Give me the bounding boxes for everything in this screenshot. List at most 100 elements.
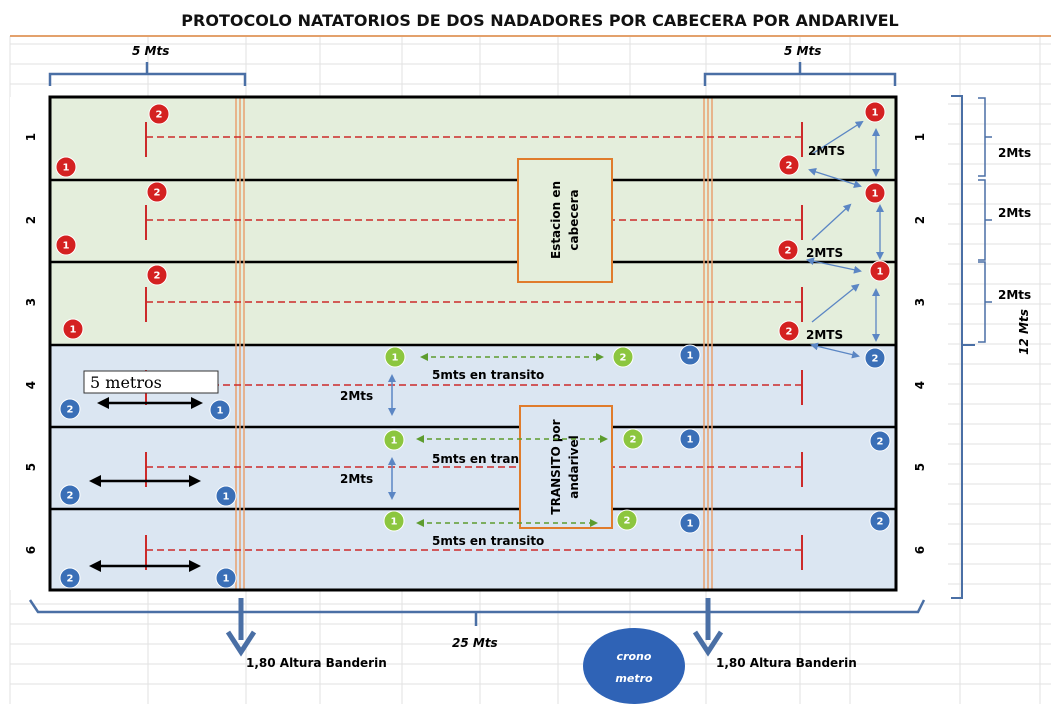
flag-height-label-right: 1,80 Altura Banderin xyxy=(716,656,857,670)
right-12m-bracket xyxy=(951,95,963,599)
lane-rope-1 xyxy=(145,122,803,157)
swimmer-marker: 1 xyxy=(215,567,237,589)
lane-rope-2 xyxy=(145,205,803,240)
swimmer-number: 2 xyxy=(624,516,631,527)
swimmer-number: 2 xyxy=(630,435,637,446)
swimmer-number: 1 xyxy=(391,517,398,528)
swimmer-marker: 2 xyxy=(869,430,891,452)
transit-label-lane6: 5mts en transito xyxy=(432,534,544,548)
swimmer-number: 1 xyxy=(223,574,230,585)
swimmer-marker: 2 xyxy=(864,347,886,369)
flag-height-label-left: 1,80 Altura Banderin xyxy=(246,656,387,670)
swimmer-marker: 2 xyxy=(59,567,81,589)
swimmer-marker: 2 xyxy=(59,398,81,420)
swimmer-number: 2 xyxy=(620,353,627,364)
lane-number-left-3: 3 xyxy=(24,298,38,306)
transit-label-lane4: 5mts en transito xyxy=(432,368,544,382)
swimmer-marker: 2 xyxy=(869,510,891,532)
swimmer-marker: 1 xyxy=(864,101,886,123)
swimmer-number: 2 xyxy=(156,110,163,121)
swimmer-marker: 2 xyxy=(622,428,644,450)
swimmer-markers: 2 1 1 2 2 1 1 2 2 1 1 2 1 2 1 2 2 1 1 2 1 2 2 1 1 2 1 2 2 1 xyxy=(55,101,891,589)
swimmer-marker: 2 xyxy=(146,181,168,203)
lane-number-right-5: 5 xyxy=(913,463,927,471)
swimmer-number: 2 xyxy=(786,327,793,338)
station-gap-label-3: 2MTS xyxy=(806,328,843,342)
transit-box-line1: TRANSITO por xyxy=(549,419,563,514)
swimmer-number: 2 xyxy=(786,161,793,172)
swimmer-number: 1 xyxy=(70,325,77,336)
swimmer-number: 1 xyxy=(217,406,224,417)
lane-number-right-3: 3 xyxy=(913,298,927,306)
swimmer-marker: 2 xyxy=(59,484,81,506)
lane-dividers xyxy=(50,178,896,511)
flag-arrow-right xyxy=(692,598,724,657)
flag-line-left xyxy=(235,97,245,590)
swimmer-marker: 1 xyxy=(383,429,405,451)
swimmer-marker: 2 xyxy=(148,103,170,125)
bottom-25m-bracket xyxy=(28,599,926,614)
station-box-line1: Estacion en xyxy=(549,181,563,259)
flag-arrow-left xyxy=(225,598,257,657)
lane-number-right-1: 1 xyxy=(913,133,927,141)
swimmer-number: 1 xyxy=(392,353,399,364)
swimmer-marker: 1 xyxy=(62,318,84,340)
gap-label-lane4: 2Mts xyxy=(340,389,373,403)
swimmer-marker: 2 xyxy=(146,264,168,286)
transit-box-line2: andarivel xyxy=(567,435,581,498)
swimmer-number: 2 xyxy=(154,188,161,199)
station-box xyxy=(517,158,613,283)
crono-line2: metro xyxy=(615,672,653,685)
lane-number-right-4: 4 xyxy=(913,381,927,389)
swimmer-marker: 2 xyxy=(616,509,638,531)
station-box-line2: cabecera xyxy=(567,189,581,250)
lane-width-label-1: 2Mts xyxy=(998,146,1031,160)
swimmer-number: 2 xyxy=(67,491,74,502)
crono-line1: crono xyxy=(617,650,652,663)
right-12m-label: 12 Mts xyxy=(1017,309,1031,355)
swimmer-marker: 1 xyxy=(215,485,237,507)
swimmer-number: 1 xyxy=(391,436,398,447)
swimmer-marker: 1 xyxy=(679,428,701,450)
swimmer-marker: 1 xyxy=(679,512,701,534)
swimmer-number: 1 xyxy=(872,189,879,200)
swimmer-number: 2 xyxy=(67,574,74,585)
page-title: PROTOCOLO NATATORIOS DE DOS NADADORES PO… xyxy=(181,11,898,30)
swimmer-number: 1 xyxy=(687,351,694,362)
lane-number-left-4: 4 xyxy=(24,381,38,389)
swimmer-marker: 2 xyxy=(778,154,800,176)
lane-width-label-3: 2Mts xyxy=(998,288,1031,302)
swimmer-number: 2 xyxy=(67,405,74,416)
right-station-arrows xyxy=(806,120,884,359)
lane-rope-3 xyxy=(145,287,803,322)
swimmer-number: 1 xyxy=(877,267,884,278)
swimmer-marker: 1 xyxy=(55,234,77,256)
swimmer-marker: 1 xyxy=(383,510,405,532)
swimmer-number: 2 xyxy=(785,246,792,257)
lane-number-right-6: 6 xyxy=(913,546,927,554)
right-5m-label: 5 Mts xyxy=(784,44,821,58)
transit-label-lane5: 5mts en tran xyxy=(432,452,519,466)
swimmer-number: 1 xyxy=(872,108,879,119)
swimmer-number: 1 xyxy=(63,163,70,174)
lane-number-left-5: 5 xyxy=(24,463,38,471)
swimmer-number: 2 xyxy=(154,271,161,282)
swimmer-number: 1 xyxy=(687,519,694,530)
gap-label-lane5: 2Mts xyxy=(340,472,373,486)
five-metros-label: 5 metros xyxy=(90,373,162,392)
station-gap-label-2: 2MTS xyxy=(806,246,843,260)
swimmer-marker: 1 xyxy=(864,182,886,204)
swimmer-number: 2 xyxy=(877,517,884,528)
green-lanes-zone xyxy=(50,97,896,345)
transit-box xyxy=(519,405,613,529)
swimmer-marker: 1 xyxy=(55,156,77,178)
lane-number-right-2: 2 xyxy=(913,216,927,224)
swimmer-number: 2 xyxy=(872,354,879,365)
swimmer-number: 1 xyxy=(63,241,70,252)
bottom-25m-label: 25 Mts xyxy=(452,636,498,650)
cronometro-circle xyxy=(583,628,685,704)
swimmer-marker: 2 xyxy=(778,320,800,342)
swimmer-marker: 2 xyxy=(777,239,799,261)
swimmer-marker: 1 xyxy=(209,399,231,421)
